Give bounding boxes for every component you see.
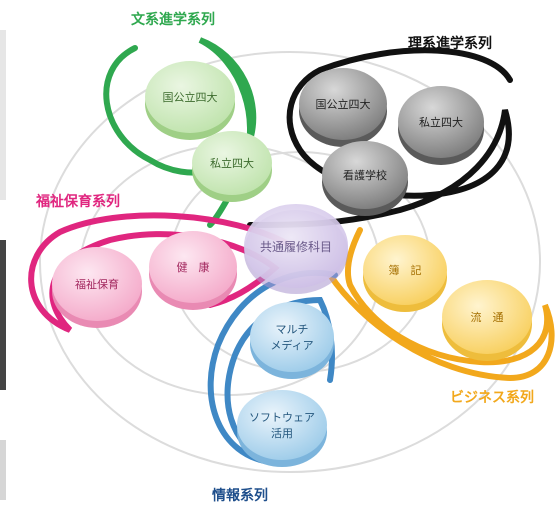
node-software: ソフトウェア 活用 xyxy=(237,390,327,467)
business-swoosh xyxy=(327,227,555,382)
title-bunkei: 文系進学系列 xyxy=(131,11,215,28)
node-software-label-1: ソフトウェア xyxy=(249,411,315,424)
node-fukushi-hoiku-label: 福祉保育 xyxy=(75,277,119,291)
node-multimedia-label-2: メディア xyxy=(270,338,313,352)
node-multimedia-label-1: マルチ xyxy=(276,323,309,336)
node-kango-label: 看護学校 xyxy=(343,168,387,182)
node-kenko-label: 健 康 xyxy=(177,260,210,274)
node-software-disc xyxy=(237,390,327,460)
node-boki: 簿 記 xyxy=(363,235,447,312)
node-kokko-bunkei-disc xyxy=(145,61,235,133)
title-rikei: 理系進学系列 xyxy=(408,35,492,52)
node-shiritsu-rikei-label: 私立四大 xyxy=(419,115,463,129)
node-software-label-2: 活用 xyxy=(271,427,293,440)
node-boki-disc xyxy=(363,235,447,305)
node-kokko-rikei-label: 国公立四大 xyxy=(316,97,371,111)
center-disc xyxy=(244,204,348,288)
title-business: ビジネス系列 xyxy=(450,389,534,406)
node-kokko-rikei: 国公立四大 xyxy=(299,68,387,147)
node-boki-label: 簿 記 xyxy=(389,263,422,277)
node-kenko: 健 康 xyxy=(149,231,237,310)
rikei-swoosh xyxy=(247,47,513,228)
node-shiritsu-rikei-disc xyxy=(398,86,484,158)
node-kokko-rikei-disc xyxy=(299,68,387,140)
node-kokko-bunkei: 国公立四大 xyxy=(145,61,235,140)
left-edge-strip-top xyxy=(0,30,6,200)
node-multimedia: マルチ メディア xyxy=(250,302,334,379)
node-ryutsu: 流 通 xyxy=(442,280,532,361)
node-kango: 看護学校 xyxy=(322,141,408,216)
node-ryutsu-disc xyxy=(442,280,532,354)
node-ryutsu-label: 流 通 xyxy=(471,310,504,324)
node-shiritsu-bunkei: 私立四大 xyxy=(192,131,272,202)
node-fukushi-hoiku: 福祉保育 xyxy=(52,247,142,328)
node-kango-disc xyxy=(322,141,408,209)
left-edge-strip-middle xyxy=(0,240,6,390)
node-shiritsu-bunkei-disc xyxy=(192,131,272,195)
outer-ring xyxy=(39,51,541,473)
title-fukushi: 福祉保育系列 xyxy=(35,193,120,210)
node-shiritsu-rikei: 私立四大 xyxy=(398,86,484,165)
title-joho: 情報系列 xyxy=(212,487,268,504)
left-edge-strip-bottom xyxy=(0,440,6,500)
center-label: 共通履修科目 xyxy=(260,239,332,254)
node-fukushi-hoiku-disc xyxy=(52,247,142,321)
node-multimedia-disc xyxy=(250,302,334,372)
node-kokko-bunkei-label: 国公立四大 xyxy=(163,90,218,104)
center-node: 共通履修科目 xyxy=(244,204,348,294)
node-kenko-disc xyxy=(149,231,237,303)
node-shiritsu-bunkei-label: 私立四大 xyxy=(210,156,254,170)
